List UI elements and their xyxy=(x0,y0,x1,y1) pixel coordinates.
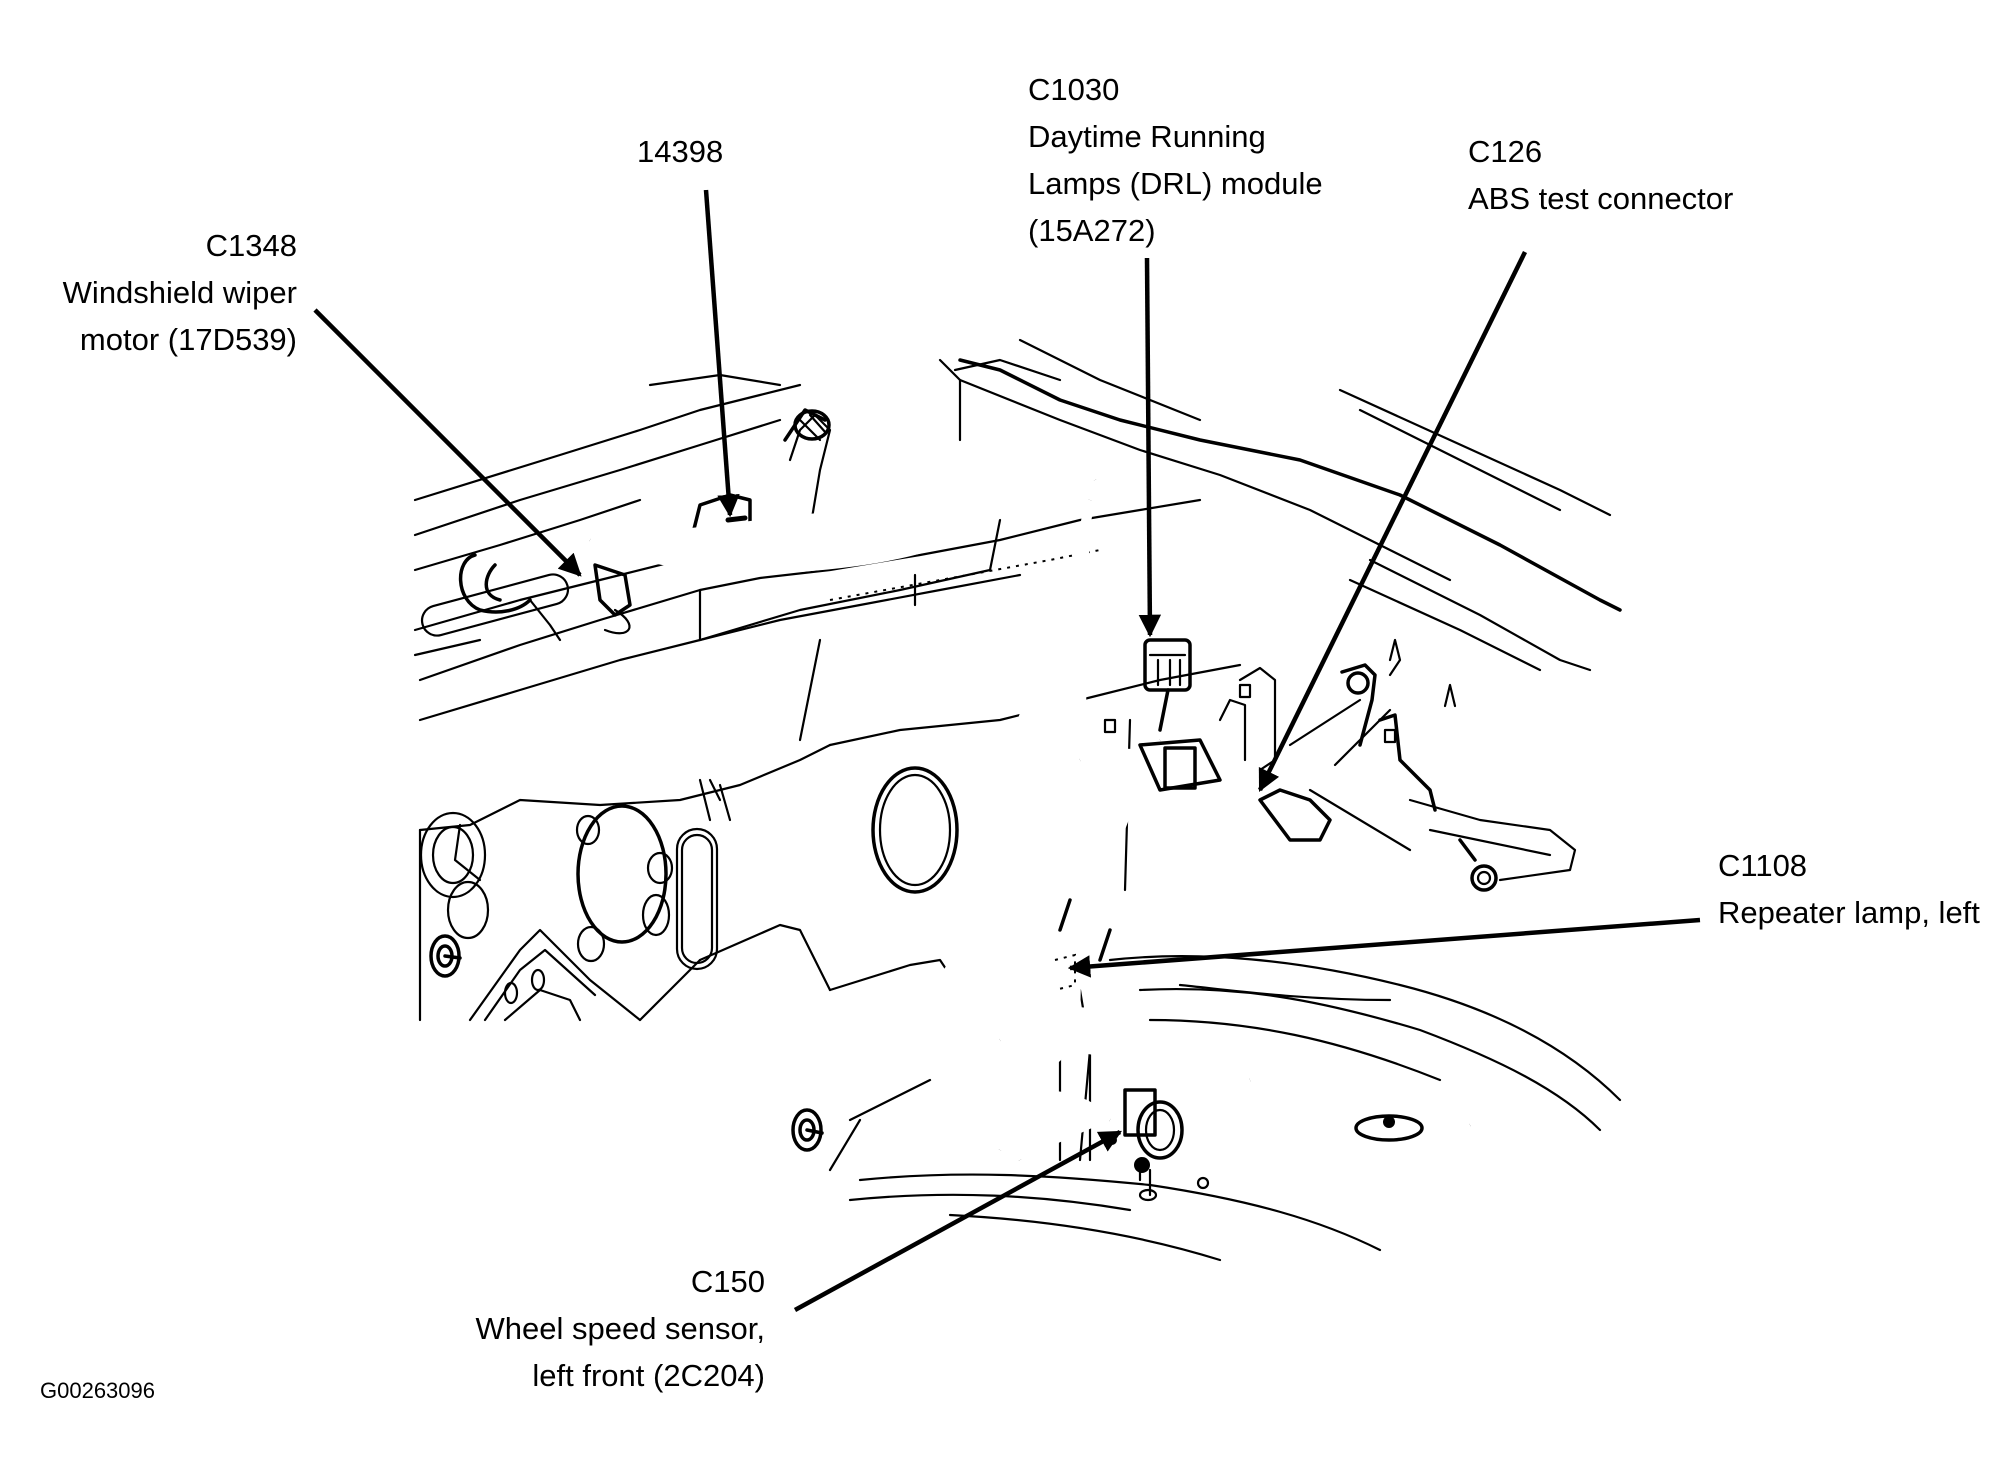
callout-14398: 14398 xyxy=(637,128,723,175)
wiper-motor xyxy=(420,553,632,642)
callout-c1348-desc-1: Windshield wiper xyxy=(62,275,297,310)
leader-c126 xyxy=(1257,251,1528,793)
callout-c150-id: C150 xyxy=(690,1264,765,1299)
leader-c150 xyxy=(793,1130,1122,1312)
wheelhouse xyxy=(791,955,1622,1262)
callout-c1030-desc-1: Daytime Running xyxy=(1028,119,1266,154)
callout-c1108: C1108 Repeater lamp, left xyxy=(1718,842,1980,936)
callout-c150-desc-2: left front (2C204) xyxy=(532,1358,765,1393)
callout-c1108-desc: Repeater lamp, left xyxy=(1718,895,1980,930)
wheel-speed-sensor-connector xyxy=(1123,1088,1184,1202)
leader-14398 xyxy=(703,189,740,518)
leader-c1348 xyxy=(313,308,582,577)
wiring-harness xyxy=(588,463,1508,1163)
callout-c1030-desc-3: (15A272) xyxy=(1028,213,1156,248)
figure-id: G00263096 xyxy=(40,1378,155,1403)
callout-c1030: C1030 Daytime Running Lamps (DRL) module… xyxy=(1028,66,1323,254)
callout-c150-desc-1: Wheel speed sensor, xyxy=(475,1311,765,1346)
callout-c1348: C1348 Windshield wiper motor (17D539) xyxy=(63,222,297,363)
callout-c1348-id: C1348 xyxy=(205,228,297,263)
callout-c126: C126 ABS test connector xyxy=(1468,128,1733,222)
callout-c1108-id: C1108 xyxy=(1718,848,1808,883)
callout-c126-id: C126 xyxy=(1468,134,1543,169)
callout-c126-desc: ABS test connector xyxy=(1468,181,1734,216)
inner-fender-apron xyxy=(418,663,1242,1022)
cowl-panel xyxy=(413,338,1622,672)
leader-c1030 xyxy=(1138,257,1162,638)
callout-14398-id: 14398 xyxy=(637,134,724,169)
leader-lines xyxy=(313,189,1701,1312)
leader-c1108 xyxy=(1067,917,1701,978)
repeater-lamp-connector xyxy=(1054,953,1076,991)
abs-bracket xyxy=(1258,638,1577,892)
callout-c150: C150 Wheel speed sensor, left front (2C2… xyxy=(475,1258,765,1399)
callout-c1348-desc-2: motor (17D539) xyxy=(79,322,297,357)
drl-module xyxy=(1103,638,1277,792)
upper-panel xyxy=(418,498,1202,1162)
callout-c1030-desc-2: Lamps (DRL) module xyxy=(1028,166,1323,201)
callout-c1030-id: C1030 xyxy=(1028,72,1120,107)
